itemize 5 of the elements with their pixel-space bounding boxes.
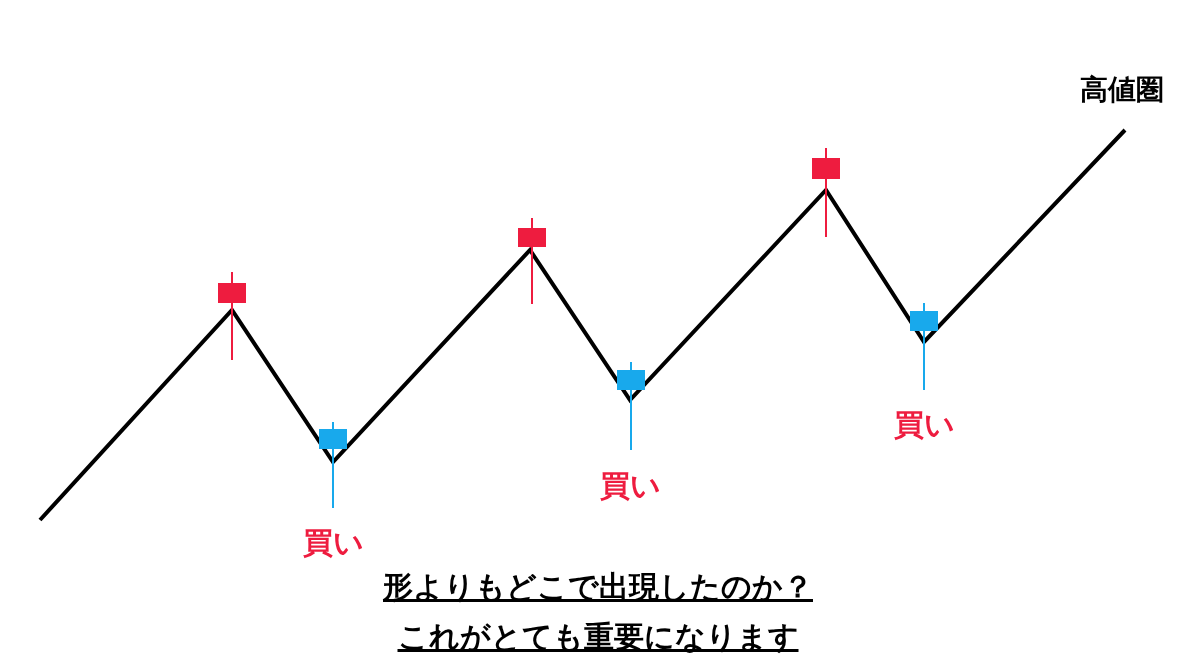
buy-label: 買い <box>599 471 661 501</box>
buy-label: 買い <box>893 410 955 440</box>
zone-label: 高値圏 <box>1080 76 1164 104</box>
buy-label: 買い <box>302 528 364 558</box>
caption: 形よりもどこで出現したのか？これがとても重要になります <box>382 568 814 656</box>
